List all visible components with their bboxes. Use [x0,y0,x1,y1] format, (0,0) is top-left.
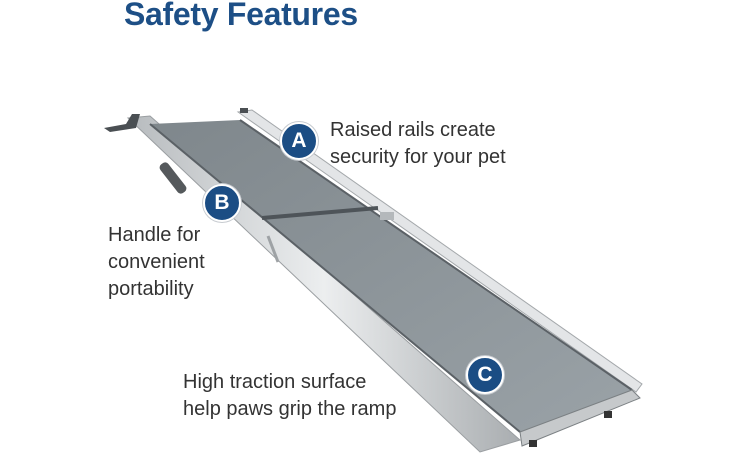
page-title: Safety Features [124,0,358,32]
feature-badge-c: C [466,356,504,394]
feature-callout-handle: Handle for convenient portability [108,222,205,303]
callout-line: Handle for [108,224,201,246]
callout-line: portability [108,278,194,300]
feature-callout-rails: Raised rails create security for your pe… [330,117,506,171]
feature-badge-b: B [203,184,241,222]
callout-line: security for your pet [330,146,506,168]
callout-line: convenient [108,251,205,273]
feature-callout-surface: High traction surface help paws grip the… [183,369,396,423]
callout-line: help paws grip the ramp [183,398,397,420]
feature-badge-a: A [280,122,318,160]
callout-line: High traction surface [183,371,367,393]
callout-line: Raised rails create [330,119,496,141]
